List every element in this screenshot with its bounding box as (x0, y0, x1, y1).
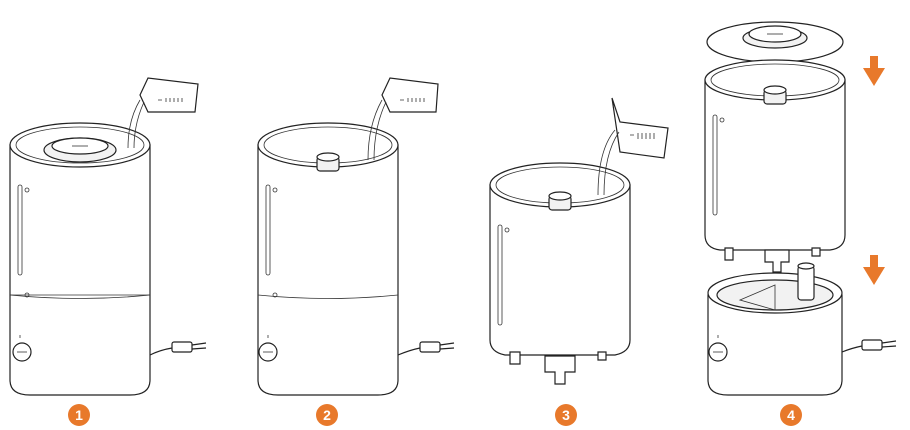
step-number-3: 3 (555, 404, 577, 426)
knob-icon (13, 343, 31, 361)
figure-4-reassemble (705, 22, 896, 395)
arrow-down-icon (863, 56, 885, 86)
figure-1-humidifier-top-fill (10, 78, 206, 395)
step-number-4: 4 (780, 404, 802, 426)
arrow-down-icon (863, 255, 885, 285)
step-number-2: 2 (316, 404, 338, 426)
step-number-1: 1 (68, 404, 90, 426)
figure-2-humidifier-open-fill (258, 78, 454, 395)
figure-3-tank-inverted-fill (490, 98, 668, 384)
power-plug-icon (150, 342, 206, 355)
